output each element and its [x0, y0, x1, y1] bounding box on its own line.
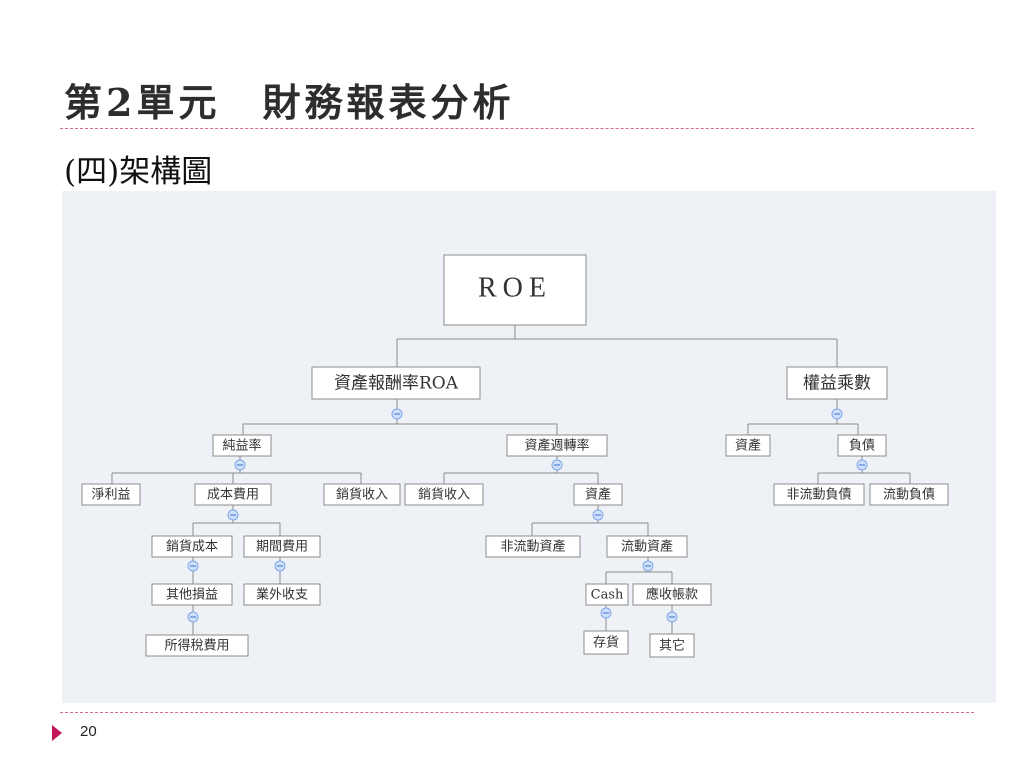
collapse-toggles[interactable]: [187, 408, 868, 623]
node-sales-1-label: 銷貨收入: [336, 487, 388, 503]
node-nc-assets[interactable]: 非流動資產: [485, 535, 581, 558]
node-c-assets-label: 流動資產: [621, 539, 673, 555]
node-nc-liabilities-label: 非流動負債: [786, 488, 851, 503]
slide-title: 第2單元 財務報表分析: [64, 80, 515, 125]
node-at-assets-label: 資產: [585, 487, 611, 503]
node-c-assets[interactable]: 流動資產: [606, 535, 688, 558]
node-period-expenses[interactable]: 期間費用: [243, 535, 321, 558]
node-nc-assets-label: 非流動資產: [500, 539, 565, 555]
node-nc-liabilities[interactable]: 非流動負債: [773, 483, 865, 506]
node-asset-turnover[interactable]: 資產週轉率: [506, 434, 608, 457]
node-net-income-label: 淨利益: [91, 488, 130, 503]
roe-diagram: ROE 資產報酬率ROA 權益乘數 純益率 資產週轉率 資產: [81, 254, 949, 658]
collapse-toggle-icon[interactable]: [592, 509, 604, 521]
node-non-op-label: 業外收支: [256, 587, 308, 603]
collapse-toggle-icon[interactable]: [666, 611, 678, 623]
node-roe-label: ROE: [478, 272, 552, 303]
node-net-margin[interactable]: 純益率: [212, 434, 272, 457]
node-non-op[interactable]: 業外收支: [243, 583, 321, 606]
node-receivables[interactable]: 應收帳款: [632, 583, 712, 606]
node-costs[interactable]: 成本費用: [194, 483, 272, 506]
node-equity-multiplier[interactable]: 權益乘數: [786, 366, 888, 400]
node-cogs[interactable]: 銷貨成本: [151, 535, 233, 558]
node-em-liabilities[interactable]: 負債: [837, 434, 887, 457]
node-income-tax-label: 所得稅費用: [164, 638, 229, 654]
node-cash[interactable]: Cash: [585, 583, 629, 606]
node-equity-multiplier-label: 權益乘數: [803, 374, 871, 394]
node-period-expenses-label: 期間費用: [256, 540, 308, 555]
node-em-assets[interactable]: 資產: [725, 434, 771, 457]
collapse-toggle-icon[interactable]: [227, 509, 239, 521]
collapse-toggle-icon[interactable]: [856, 459, 868, 471]
node-sales-2[interactable]: 銷貨收入: [404, 483, 484, 506]
collapse-toggle-icon[interactable]: [642, 560, 654, 572]
node-cash-label: Cash: [591, 588, 624, 603]
node-sales-1[interactable]: 銷貨收入: [323, 483, 401, 506]
node-roe[interactable]: ROE: [443, 254, 587, 326]
collapse-toggle-icon[interactable]: [187, 560, 199, 572]
diagram-nodes: ROE 資產報酬率ROA 權益乘數 純益率 資產週轉率 資產: [81, 254, 949, 658]
collapse-toggle-icon[interactable]: [234, 459, 246, 471]
node-net-income[interactable]: 淨利益: [81, 483, 141, 506]
node-other-gains-label: 其他損益: [166, 588, 218, 603]
page-number: 20: [80, 723, 97, 740]
node-income-tax[interactable]: 所得稅費用: [145, 634, 249, 657]
node-inventory-label: 存貨: [593, 635, 619, 651]
collapse-toggle-icon[interactable]: [187, 611, 199, 623]
node-sales-2-label: 銷貨收入: [418, 487, 470, 503]
node-others-label: 其它: [659, 638, 685, 654]
node-cogs-label: 銷貨成本: [166, 539, 218, 555]
node-roa[interactable]: 資產報酬率ROA: [311, 366, 481, 400]
node-costs-label: 成本費用: [207, 488, 259, 503]
node-other-gains[interactable]: 其他損益: [151, 583, 233, 606]
collapse-toggle-icon[interactable]: [831, 408, 843, 420]
collapse-toggle-icon[interactable]: [551, 459, 563, 471]
footer-divider: [60, 712, 974, 713]
node-at-assets[interactable]: 資產: [573, 483, 623, 506]
node-asset-turnover-label: 資產週轉率: [524, 438, 589, 454]
node-others[interactable]: 其它: [649, 633, 695, 658]
node-net-margin-label: 純益率: [222, 438, 261, 454]
node-receivables-label: 應收帳款: [646, 587, 698, 603]
play-arrow-icon: [52, 725, 62, 741]
node-roa-label: 資產報酬率ROA: [334, 374, 459, 394]
node-inventory[interactable]: 存貨: [583, 630, 629, 655]
title-divider: [60, 128, 974, 129]
collapse-toggle-icon[interactable]: [391, 408, 403, 420]
collapse-toggle-icon[interactable]: [600, 607, 612, 619]
node-em-liabilities-label: 負債: [849, 439, 875, 454]
node-c-liabilities-label: 流動負債: [883, 488, 935, 503]
node-c-liabilities[interactable]: 流動負債: [869, 483, 949, 506]
node-em-assets-label: 資產: [735, 438, 761, 454]
slide-subtitle: (四)架構圖: [64, 154, 213, 190]
diagram-panel: ROE 資產報酬率ROA 權益乘數 純益率 資產週轉率 資產: [62, 191, 996, 703]
collapse-toggle-icon[interactable]: [274, 560, 286, 572]
